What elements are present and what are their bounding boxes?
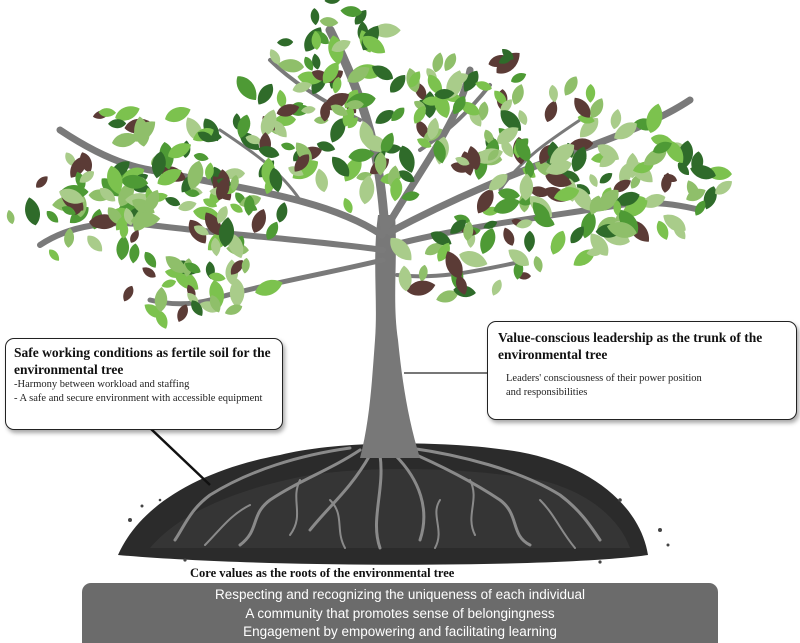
- leaf: [276, 37, 294, 47]
- core-value-engagement: Engagement by empowering and facilitatin…: [243, 624, 557, 639]
- leaf: [240, 257, 251, 275]
- leaf: [546, 228, 570, 258]
- leaf: [115, 234, 131, 261]
- roots: [173, 446, 602, 550]
- leaf: [223, 301, 245, 318]
- roots-title: Core values as the roots of the environm…: [190, 566, 455, 580]
- soil-item-environment: - A safe and secure environment with acc…: [14, 393, 263, 404]
- leaf: [44, 208, 61, 226]
- leaf: [560, 73, 582, 99]
- leaf: [323, 0, 342, 6]
- leaf: [83, 232, 106, 255]
- leaf: [547, 84, 560, 103]
- leaf: [127, 228, 142, 245]
- leaf: [192, 151, 210, 163]
- foliage: [5, 0, 736, 331]
- leaf: [500, 225, 518, 248]
- leaf: [274, 201, 290, 224]
- leaf: [120, 283, 137, 304]
- leaf: [597, 170, 615, 187]
- tree-trunk: [360, 215, 420, 458]
- leaf: [280, 141, 297, 152]
- leaf: [231, 71, 262, 105]
- trunk-item-consciousness: Leaders' consciousness of their power po…: [506, 373, 702, 398]
- soil-callout-connector: [149, 427, 211, 486]
- core-value-belongingness: A community that promotes sense of belon…: [245, 605, 555, 621]
- leaf: [531, 254, 545, 274]
- leaf: [585, 83, 596, 103]
- leaf: [160, 277, 178, 290]
- leaf: [440, 50, 460, 74]
- leaf: [523, 230, 536, 253]
- leaf: [253, 80, 278, 108]
- leaf: [33, 173, 51, 191]
- leaf: [489, 277, 505, 298]
- leaf: [587, 172, 601, 189]
- trunk-callout-title: Value-conscious leadership as the trunk …: [498, 330, 763, 362]
- leaf: [541, 98, 561, 124]
- soil-callout-title: Safe working conditions as fertile soil …: [14, 345, 271, 377]
- leaf: [417, 264, 430, 283]
- leaf: [309, 7, 321, 26]
- leaf: [141, 249, 160, 271]
- leaf: [509, 70, 529, 86]
- trunk-callout: Value-conscious leadership as the trunk …: [487, 321, 797, 420]
- core-value-uniqueness: Respecting and recognizing the uniquenes…: [214, 587, 585, 602]
- leaf: [313, 167, 331, 194]
- leaf: [252, 275, 286, 300]
- soil-item-workload: -Harmony between workload and staffing: [14, 379, 190, 390]
- soil-callout: Safe working conditions as fertile soil …: [5, 338, 283, 430]
- leaf: [319, 16, 339, 28]
- core-values-panel: Respecting and recognizing the uniquenes…: [82, 583, 718, 643]
- leaf: [128, 242, 141, 264]
- leaf: [46, 247, 62, 264]
- leaf: [5, 209, 17, 226]
- leaf: [22, 195, 43, 228]
